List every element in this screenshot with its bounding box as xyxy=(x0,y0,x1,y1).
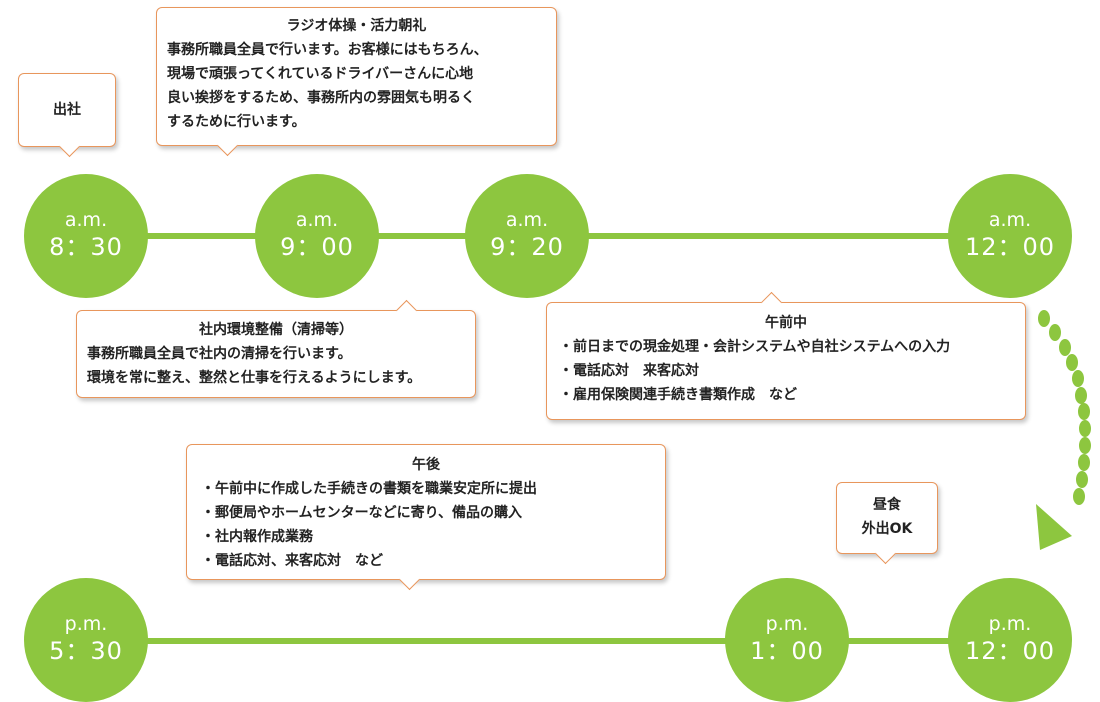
transition-dot xyxy=(1073,488,1085,505)
list-item: ・前日までの現金処理・会計システムや自社システムへの入力 xyxy=(559,339,951,355)
callout-title: 午後 xyxy=(412,457,440,473)
callout-radio-exercise: ラジオ体操・活力朝礼 事務所職員全員で行います。お客様にはもちろん、 現場で頑張… xyxy=(156,7,557,157)
time-label: 1：00 xyxy=(750,637,824,665)
period-label: a.m. xyxy=(505,209,549,231)
transition-dot xyxy=(1075,387,1087,404)
callout-line: 事務所職員全員で行います。お客様にはもちろん、 xyxy=(167,42,488,58)
callout-morning-tasks: 午前中 ・前日までの現金処理・会計システムや自社システムへの入力 ・電話応対 来… xyxy=(546,291,1026,420)
period-label: p.m. xyxy=(988,613,1032,635)
callout-line: 良い挨拶をするため、事務所内の雰囲気も明るく xyxy=(167,90,475,106)
transition-dot xyxy=(1078,454,1090,471)
list-item: ・社内報作成業務 xyxy=(201,529,313,545)
time-node-am-1200: a.m. 12：00 xyxy=(948,174,1072,298)
period-label: a.m. xyxy=(64,209,108,231)
transition-dot xyxy=(1076,471,1088,488)
list-item: ・電話応対 来客応対 xyxy=(559,363,699,379)
time-label: 8：30 xyxy=(49,233,123,261)
transition-dot xyxy=(1072,370,1084,387)
callout-pointer xyxy=(58,135,81,158)
callout-line: 事務所職員全員で社内の清掃を行います。 xyxy=(87,346,352,362)
arrow-down-icon xyxy=(1036,504,1072,550)
callout-line: 環境を常に整え、整然と仕事を行えるようにします。 xyxy=(87,370,422,386)
time-label: 12：00 xyxy=(964,637,1056,665)
transition-dot xyxy=(1049,324,1061,341)
transition-dot xyxy=(1066,354,1078,371)
list-item: ・電話応対、来客応対 など xyxy=(201,553,383,569)
time-node-pm-100: p.m. 1：00 xyxy=(725,578,849,702)
time-label: 5：30 xyxy=(49,637,123,665)
timeline-line-afternoon xyxy=(85,638,1010,644)
callout-title: 社内環境整備（清掃等） xyxy=(199,322,353,338)
task-list: ・午前中に作成した手続きの書類を職業安定所に提出 ・郵便局やホームセンターなどに… xyxy=(201,477,651,573)
period-label: a.m. xyxy=(988,209,1032,231)
list-item: ・雇用保険関連手続き書類作成 など xyxy=(559,387,797,403)
callout-arrival: 出社 xyxy=(18,73,116,158)
time-node-pm-1200: p.m. 12：00 xyxy=(948,578,1072,702)
time-label: 9：00 xyxy=(280,233,354,261)
callout-pointer xyxy=(874,542,897,565)
callout-line: 現場で頑張ってくれているドライバーさんに心地 xyxy=(167,66,474,82)
callout-cleaning: 社内環境整備（清掃等） 事務所職員全員で社内の清掃を行います。 環境を常に整え、… xyxy=(76,299,476,398)
task-list: ・前日までの現金処理・会計システムや自社システムへの入力 ・電話応対 来客応対 … xyxy=(559,335,1013,407)
callout-afternoon-tasks: 午後 ・午前中に作成した手続きの書類を職業安定所に提出 ・郵便局やホームセンター… xyxy=(186,444,666,591)
callout-lunch: 昼食 外出OK xyxy=(836,482,938,565)
callout-pointer xyxy=(216,134,239,157)
time-node-am-900: a.m. 9：00 xyxy=(255,174,379,298)
time-label: 12：00 xyxy=(964,233,1056,261)
period-label: p.m. xyxy=(64,613,108,635)
callout-line: 昼食 xyxy=(873,497,901,513)
list-item: ・郵便局やホームセンターなどに寄り、備品の購入 xyxy=(201,505,523,521)
time-node-am-920: a.m. 9：20 xyxy=(465,174,589,298)
callout-title: 出社 xyxy=(53,102,81,118)
transition-dot xyxy=(1079,437,1091,454)
transition-dot xyxy=(1078,403,1090,420)
time-label: 9：20 xyxy=(490,233,564,261)
callout-line: 外出OK xyxy=(861,521,913,537)
list-item: ・午前中に作成した手続きの書類を職業安定所に提出 xyxy=(201,481,537,497)
period-label: a.m. xyxy=(295,209,339,231)
callout-title: ラジオ体操・活力朝礼 xyxy=(286,18,427,34)
time-node-am-830: a.m. 8：30 xyxy=(24,174,148,298)
callout-title: 午前中 xyxy=(765,315,807,331)
time-node-pm-530: p.m. 5：30 xyxy=(24,578,148,702)
transition-dot xyxy=(1038,310,1050,327)
transition-dot xyxy=(1059,339,1071,356)
callout-line: するために行います。 xyxy=(167,114,306,130)
callout-pointer xyxy=(760,291,783,314)
transition-dot xyxy=(1079,420,1091,437)
period-label: p.m. xyxy=(765,613,809,635)
